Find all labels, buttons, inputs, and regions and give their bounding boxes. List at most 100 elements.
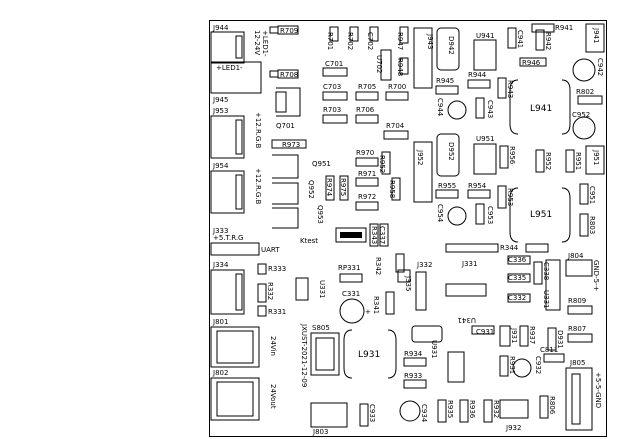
resistor-r953: R953 [497, 185, 514, 209]
connector-j931: J931 [499, 325, 518, 347]
v12-24-label: 12-24V [253, 30, 261, 55]
c331-plus: + [365, 308, 371, 316]
r932-label: R932 [492, 400, 500, 418]
capacitor-c952: C952 [572, 111, 596, 140]
j331-label: J331 [461, 260, 477, 268]
r974-label: R974 [325, 178, 333, 197]
inductor-l931: L931 [343, 329, 397, 379]
r702-label: R702 [346, 32, 354, 50]
r944-label: R944 [468, 71, 487, 79]
capacitor-c941: C941 [507, 27, 524, 49]
capacitor-c933: C933 [359, 403, 376, 427]
c331-label: C331 [342, 290, 360, 298]
connector-j954: J954 [210, 162, 245, 214]
q951-label: Q951 [312, 160, 331, 168]
resistor-r937: R937 [519, 325, 536, 347]
resistor-r952: R952 [378, 151, 391, 175]
connector-j801: J801 24Vin [210, 318, 277, 368]
diode-d932 [411, 325, 443, 343]
inductor-l941: L941 [509, 79, 571, 135]
diode-d931: D931 [547, 327, 564, 351]
d952-label: D952 [447, 142, 455, 161]
r331-label: R331 [268, 308, 286, 316]
capacitor-c942: C942 [572, 58, 604, 82]
r342-label: R342 [374, 257, 382, 275]
r942-label: R942 [544, 32, 552, 50]
resistor-r947: R947 [396, 26, 409, 50]
j954-label: J954 [212, 162, 229, 170]
j932-label: J932 [505, 424, 521, 432]
resistor-r807: R807 [567, 325, 593, 343]
j803-label: J803 [312, 428, 328, 436]
s805-label: S805 [312, 324, 330, 332]
capacitor-c701: C701 [322, 60, 348, 77]
j944-label: J944 [212, 24, 229, 32]
rp331-label: RP331 [338, 264, 360, 272]
resistor-r333: R333 [257, 263, 286, 275]
r941-label: R941 [555, 24, 573, 32]
r955-label: R955 [438, 182, 456, 190]
r933-label: R933 [404, 372, 422, 380]
connector-j943: J943 [413, 27, 434, 89]
r948-label: R948 [396, 58, 404, 76]
r705-label: R705 [358, 83, 376, 91]
r970-label: R970 [356, 149, 374, 157]
resistor-r945: R945 [435, 77, 459, 95]
resistor-r936: R936 [459, 399, 476, 423]
connector-j805: J805 +5-5-GND [565, 359, 602, 431]
capacitor-c337: C337 [378, 223, 389, 247]
switch-s805: S805 [310, 324, 340, 376]
capacitor-c331: C331 + [339, 290, 371, 324]
j945-label: J945 [212, 96, 228, 104]
resistor-r934: R934 [403, 350, 427, 367]
u702-label: U702 [375, 55, 383, 73]
r706-label: R706 [356, 106, 375, 114]
r947-label: R947 [396, 32, 404, 50]
resistor-r958: R958 [388, 177, 401, 201]
resistor-r970: R970 [355, 149, 379, 167]
j952-label: J952 [416, 149, 424, 165]
r704-label: R704 [386, 122, 405, 130]
u331-label: U331 [318, 280, 326, 298]
test-header [335, 227, 367, 243]
r953-label: R953 [506, 188, 514, 206]
resistor-r709: R709 [269, 25, 299, 35]
resistor-r946: R946 [519, 57, 547, 67]
r701-label: R701 [326, 32, 334, 50]
r802-label: R802 [576, 88, 594, 96]
capacitor-c335: C335 [507, 273, 531, 283]
ic-u931: U931 [430, 340, 465, 383]
resistor-r933: R933 [403, 372, 427, 389]
resistor-r974: R974 [325, 175, 335, 201]
uart-label: UART [261, 246, 280, 254]
r937-label: R937 [528, 326, 536, 344]
j931-label: J931 [510, 327, 518, 343]
resistor-r343: R343 [369, 223, 379, 247]
connector-j952: J952 [413, 141, 433, 203]
r975-label: R975 [339, 178, 347, 196]
r806-label: R806 [548, 396, 556, 415]
capacitor-c703: C703 [322, 83, 348, 101]
j953-label: J953 [212, 107, 228, 115]
q953-label: Q953 [316, 205, 324, 224]
resistor-r700: R700 [385, 83, 409, 101]
r971-label: R971 [358, 170, 376, 178]
connector-j802: J802 24Vout [210, 369, 277, 421]
j801-label: J801 [212, 318, 228, 326]
connector-j944: J944 [210, 24, 245, 64]
date-label: JXUST-2021-12-09 [300, 323, 308, 387]
j333-label: J333 [212, 227, 228, 235]
resistor-r932: R932 [483, 399, 500, 423]
gnd-bottom-label: +5-5-GND [594, 372, 602, 408]
r958-label: R958 [388, 180, 396, 198]
c702-label: C702 [366, 32, 374, 50]
c951-label: C951 [588, 186, 596, 204]
r332-label: R332 [266, 282, 274, 300]
r973-label: R973 [282, 141, 300, 149]
resistor-r954: R954 [467, 182, 491, 199]
ic-u331b: U331 [542, 259, 561, 311]
r934-label: R934 [404, 350, 423, 358]
transistor-q953: Q953 [272, 205, 324, 229]
r931-label: R931 [508, 356, 516, 374]
resistor-r331: R331 [257, 305, 286, 317]
